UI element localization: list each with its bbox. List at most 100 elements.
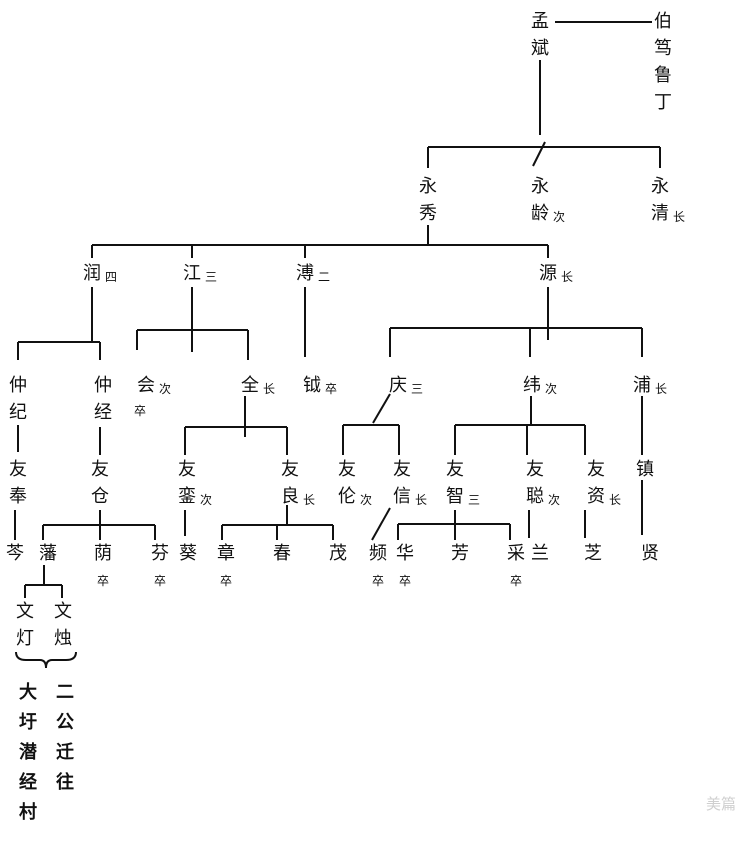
death-mark: 卒	[133, 404, 146, 418]
person-name: 伯笃鲁丁	[654, 11, 672, 113]
person-name: 源	[539, 263, 557, 284]
birth-order-note: 次	[552, 210, 565, 224]
person-name: 大圩潜经村	[19, 682, 37, 823]
person-node: 溥二	[295, 260, 330, 287]
person-name: 纬	[523, 375, 541, 396]
death-mark: 卒	[371, 574, 384, 588]
person-name: 文灯	[16, 601, 34, 649]
birth-order-note: 二	[317, 270, 330, 284]
person-name: 仲纪	[9, 375, 27, 423]
person-name: 友信	[393, 459, 411, 507]
birth-order-note: 长	[262, 382, 275, 396]
birth-order-note: 次	[359, 493, 372, 507]
person-name: 镇	[636, 459, 654, 480]
birth-order-note: 四	[104, 270, 117, 284]
person-name: 孟斌	[531, 11, 549, 59]
person-name: 永秀	[419, 176, 437, 224]
person-node: 仲纪	[8, 372, 28, 426]
death-mark: 卒	[219, 574, 232, 588]
person-name: 二公迁往	[56, 682, 74, 793]
person-name: 润	[83, 263, 101, 284]
person-node: 浦长	[632, 372, 667, 399]
birth-order-note: 长	[672, 210, 685, 224]
watermark: 美篇	[705, 795, 736, 813]
birth-order-note: 次	[199, 493, 212, 507]
person-name: 友伦	[338, 459, 356, 507]
person-name: 茂	[329, 543, 347, 564]
person-name: 春	[273, 543, 291, 564]
person-name: 友聪	[526, 459, 544, 507]
person-node: 友良长	[280, 456, 315, 510]
person-node: 茂	[328, 540, 348, 567]
person-node: 友奉	[8, 456, 28, 510]
person-node: 友銮次	[177, 456, 212, 510]
birth-order-note: 长	[654, 382, 667, 396]
person-name: 荫	[94, 543, 112, 564]
death-mark: 卒	[153, 574, 166, 588]
person-node: 友聪次	[525, 456, 560, 510]
person-node: 全长	[240, 372, 275, 399]
brace	[15, 651, 77, 669]
person-node: 章	[216, 540, 236, 567]
birth-order-note: 卒	[324, 382, 337, 396]
person-node: 孟斌	[530, 8, 550, 62]
person-node: 兰	[530, 540, 550, 567]
person-node: 仲经	[93, 372, 113, 426]
person-name: 友资	[587, 459, 605, 507]
birth-order-note: 长	[302, 493, 315, 507]
person-node: 春	[272, 540, 292, 567]
birth-order-note: 三	[410, 382, 423, 396]
person-name: 溥	[296, 263, 314, 284]
death-mark: 卒	[96, 574, 109, 588]
person-name: 永清	[651, 176, 669, 224]
birth-order-note: 三	[204, 270, 217, 284]
birth-order-note: 次	[158, 382, 171, 396]
person-name: 芳	[451, 543, 469, 564]
person-node: 源长	[538, 260, 573, 287]
migration-note: 二公迁往	[55, 678, 75, 798]
person-node: 友资长	[586, 456, 621, 510]
person-node: 荫	[93, 540, 113, 567]
person-name: 芬	[151, 543, 169, 564]
person-name: 华	[396, 543, 414, 564]
person-node: 伯笃鲁丁	[653, 8, 673, 116]
person-node: 友仓	[90, 456, 110, 510]
person-node: 葵	[178, 540, 198, 567]
person-name: 葵	[179, 543, 197, 564]
death-mark: 卒	[398, 574, 411, 588]
person-name: 江	[183, 263, 201, 284]
migration-note: 大圩潜经村	[18, 678, 38, 828]
birth-order-note: 长	[608, 493, 621, 507]
person-name: 友銮	[178, 459, 196, 507]
person-name: 芩	[6, 543, 24, 564]
person-name: 友奉	[9, 459, 27, 507]
person-name: 章	[217, 543, 235, 564]
person-node: 镇	[635, 456, 655, 483]
person-node: 钺卒	[302, 372, 337, 399]
person-node: 友伦次	[337, 456, 372, 510]
person-name: 频	[369, 543, 387, 564]
person-node: 华	[395, 540, 415, 567]
person-name: 全	[241, 375, 259, 396]
person-name: 兰	[531, 543, 549, 564]
person-name: 仲经	[94, 375, 112, 423]
person-node: 藩	[38, 540, 58, 567]
person-node: 芬	[150, 540, 170, 567]
person-name: 浦	[633, 375, 651, 396]
person-node: 庆三	[388, 372, 423, 399]
person-node: 芳	[450, 540, 470, 567]
birth-order-note: 三	[467, 493, 480, 507]
person-node: 永龄次	[530, 173, 565, 227]
person-name: 会	[137, 375, 155, 396]
birth-order-note: 次	[544, 382, 557, 396]
person-name: 永龄	[531, 176, 549, 224]
person-node: 永清长	[650, 173, 685, 227]
person-node: 文灯	[15, 598, 35, 652]
birth-order-note: 次	[547, 493, 560, 507]
person-node: 会次	[136, 372, 171, 399]
person-node: 采	[506, 540, 526, 567]
person-node: 纬次	[522, 372, 557, 399]
person-name: 钺	[303, 375, 321, 396]
person-name: 采	[507, 543, 525, 564]
